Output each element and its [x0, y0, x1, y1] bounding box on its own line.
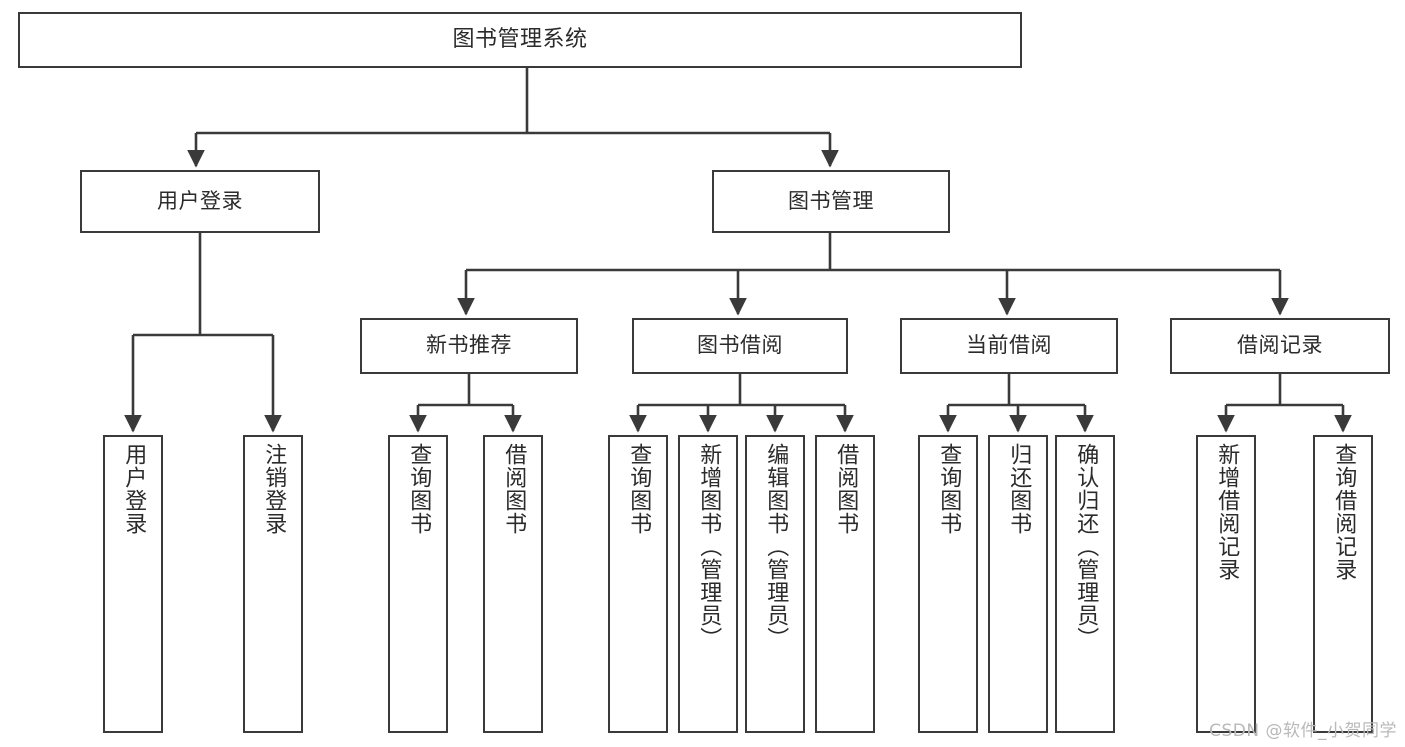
- node-leaf-user-login[interactable]: 用户登录: [103, 435, 163, 733]
- node-leaf-user-login-label: 用户登录: [121, 443, 147, 535]
- node-leaf-return-book[interactable]: 归还图书: [988, 435, 1048, 733]
- node-leaf-query-book-3[interactable]: 查询图书: [918, 435, 978, 733]
- node-leaf-edit-book-label: 编辑图书（管理员）: [763, 443, 789, 650]
- node-leaf-borrow-book-1[interactable]: 借阅图书: [483, 435, 543, 733]
- node-leaf-query-book-2[interactable]: 查询图书: [608, 435, 668, 733]
- node-leaf-query-record[interactable]: 查询借阅记录: [1313, 435, 1373, 733]
- node-leaf-borrow-book-2-label: 借阅图书: [833, 443, 859, 535]
- node-leaf-return-book-label: 归还图书: [1006, 443, 1032, 535]
- node-new-book-recommend[interactable]: 新书推荐: [360, 318, 578, 374]
- node-leaf-add-book[interactable]: 新增图书（管理员）: [678, 435, 738, 733]
- node-book-borrow[interactable]: 图书借阅: [632, 318, 848, 374]
- node-leaf-borrow-book-1-label: 借阅图书: [501, 443, 527, 535]
- node-leaf-user-logout-label: 注销登录: [261, 443, 287, 535]
- node-new-book-recommend-label: 新书推荐: [426, 333, 512, 358]
- node-leaf-add-record[interactable]: 新增借阅记录: [1196, 435, 1256, 733]
- node-book-manage[interactable]: 图书管理: [712, 170, 950, 233]
- node-user-login[interactable]: 用户登录: [80, 170, 320, 233]
- node-leaf-user-logout[interactable]: 注销登录: [243, 435, 303, 733]
- node-borrow-record[interactable]: 借阅记录: [1170, 318, 1390, 374]
- node-borrow-record-label: 借阅记录: [1237, 333, 1323, 358]
- node-current-borrow-label: 当前借阅: [966, 333, 1052, 358]
- node-leaf-query-book-1-label: 查询图书: [406, 443, 432, 535]
- node-leaf-add-record-label: 新增借阅记录: [1214, 443, 1240, 581]
- node-root[interactable]: 图书管理系统: [18, 12, 1022, 68]
- csdn-watermark: CSDN @软件_小贺同学: [1209, 721, 1397, 741]
- node-leaf-add-book-label: 新增图书（管理员）: [696, 443, 722, 650]
- node-book-manage-label: 图书管理: [788, 188, 874, 213]
- node-leaf-query-book-3-label: 查询图书: [936, 443, 962, 535]
- node-leaf-query-record-label: 查询借阅记录: [1331, 443, 1357, 581]
- node-root-label: 图书管理系统: [452, 26, 588, 52]
- node-leaf-query-book-1[interactable]: 查询图书: [388, 435, 448, 733]
- node-leaf-borrow-book-2[interactable]: 借阅图书: [815, 435, 875, 733]
- node-leaf-query-book-2-label: 查询图书: [626, 443, 652, 535]
- node-leaf-edit-book[interactable]: 编辑图书（管理员）: [745, 435, 805, 733]
- node-user-login-label: 用户登录: [157, 188, 243, 213]
- node-current-borrow[interactable]: 当前借阅: [900, 318, 1118, 374]
- node-leaf-confirm-return[interactable]: 确认归还（管理员）: [1055, 435, 1115, 733]
- node-leaf-confirm-return-label: 确认归还（管理员）: [1073, 443, 1099, 650]
- node-book-borrow-label: 图书借阅: [697, 333, 783, 358]
